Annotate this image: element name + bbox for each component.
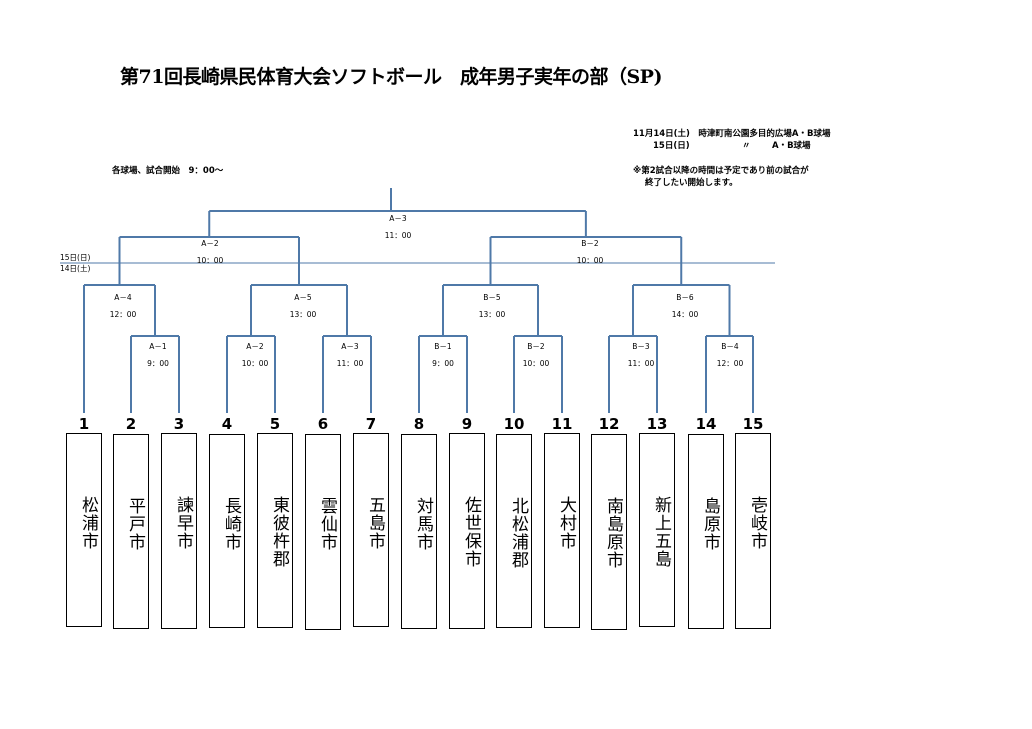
team-name: 北松浦郡: [508, 497, 528, 569]
team-box: 五島市: [353, 433, 389, 627]
team-box: 平戸市: [113, 434, 149, 629]
team-name: 新上五島: [651, 496, 671, 568]
team-box: 東彼杵郡: [257, 433, 293, 628]
team-name: 諫早市: [173, 496, 193, 550]
team-box: 諫早市: [161, 433, 197, 629]
team-box: 南島原市: [591, 434, 627, 630]
match-time: 10：00: [576, 256, 604, 265]
match-code: A－4: [114, 293, 132, 302]
match-code: A－1: [149, 342, 167, 351]
page-title: 第71回長崎県民体育大会ソフトボール 成年男子実年の部（SP): [120, 66, 662, 88]
team-number: 6: [317, 415, 329, 433]
team-name: 佐世保市: [461, 496, 481, 568]
start-time-note: 各球場、試合開始 9：00～: [112, 166, 224, 176]
team-box: 新上五島: [639, 433, 675, 627]
team-number: 15: [742, 415, 764, 433]
match-time: 13：00: [478, 310, 506, 319]
match-time: 10：00: [241, 359, 269, 368]
match-code: B－3: [632, 342, 650, 351]
team-name: 平戸市: [125, 497, 145, 551]
team-box: 松浦市: [66, 433, 102, 627]
match-time: 9：00: [432, 359, 454, 368]
schedule-line-1: 11月14日(土) 時津町南公園多目的広場A・B球場: [633, 129, 831, 139]
match-time: 14：00: [671, 310, 699, 319]
team-name: 壱岐市: [747, 496, 767, 550]
team-name: 松浦市: [78, 496, 98, 550]
team-name: 雲仙市: [317, 497, 337, 551]
team-number: 9: [461, 415, 473, 433]
team-box: 対馬市: [401, 434, 437, 629]
team-number: 3: [173, 415, 185, 433]
team-box: 壱岐市: [735, 433, 771, 629]
team-box: 長崎市: [209, 434, 245, 628]
team-box: 島原市: [688, 434, 724, 629]
match-time: 11：00: [627, 359, 655, 368]
team-box: 大村市: [544, 433, 580, 628]
team-number: 7: [365, 415, 377, 433]
team-name: 大村市: [556, 496, 576, 550]
team-box: 佐世保市: [449, 433, 485, 629]
team-number: 8: [413, 415, 425, 433]
match-code: A－2: [246, 342, 264, 351]
team-name: 長崎市: [221, 497, 241, 551]
match-code: B－1: [434, 342, 452, 351]
match-time: 10：00: [522, 359, 550, 368]
schedule-line-2-venue: A・B球場: [772, 141, 811, 151]
team-name: 島原市: [700, 497, 720, 551]
team-number: 10: [503, 415, 525, 433]
team-box: 北松浦郡: [496, 434, 532, 628]
match-time: 12：00: [716, 359, 744, 368]
match-code: A－3: [389, 214, 407, 223]
schedule-line-2-ditto: 〃: [742, 141, 751, 151]
team-number: 1: [78, 415, 90, 433]
team-box: 雲仙市: [305, 434, 341, 630]
match-code: A－3: [341, 342, 359, 351]
match-code: B－5: [483, 293, 501, 302]
schedule-line-2-date: 15日(日): [653, 141, 690, 151]
match-code: A－5: [294, 293, 312, 302]
team-number: 4: [221, 415, 233, 433]
team-name: 五島市: [365, 496, 385, 550]
team-number: 13: [646, 415, 668, 433]
match-time: 12：00: [109, 310, 137, 319]
team-number: 2: [125, 415, 137, 433]
match-time: 10：00: [196, 256, 224, 265]
match-code: B－2: [527, 342, 545, 351]
match-time: 9：00: [147, 359, 169, 368]
day-label-15: 15日(日): [60, 253, 91, 262]
schedule-note-line-2: 終了したい開始します。: [645, 178, 738, 188]
team-name: 南島原市: [603, 497, 623, 569]
team-number: 11: [551, 415, 573, 433]
match-code: B－6: [676, 293, 694, 302]
match-time: 11：00: [336, 359, 364, 368]
day-label-14: 14日(土): [60, 264, 91, 273]
team-number: 14: [695, 415, 717, 433]
match-time: 13：00: [289, 310, 317, 319]
match-code: B－4: [721, 342, 739, 351]
team-name: 対馬市: [413, 497, 433, 551]
team-number: 12: [598, 415, 620, 433]
match-code: B－2: [581, 239, 599, 248]
schedule-note-line-1: ※第2試合以降の時間は予定であり前の試合が: [633, 166, 809, 176]
team-name: 東彼杵郡: [269, 496, 289, 568]
match-code: A－2: [201, 239, 219, 248]
team-number: 5: [269, 415, 281, 433]
match-time: 11：00: [384, 231, 412, 240]
